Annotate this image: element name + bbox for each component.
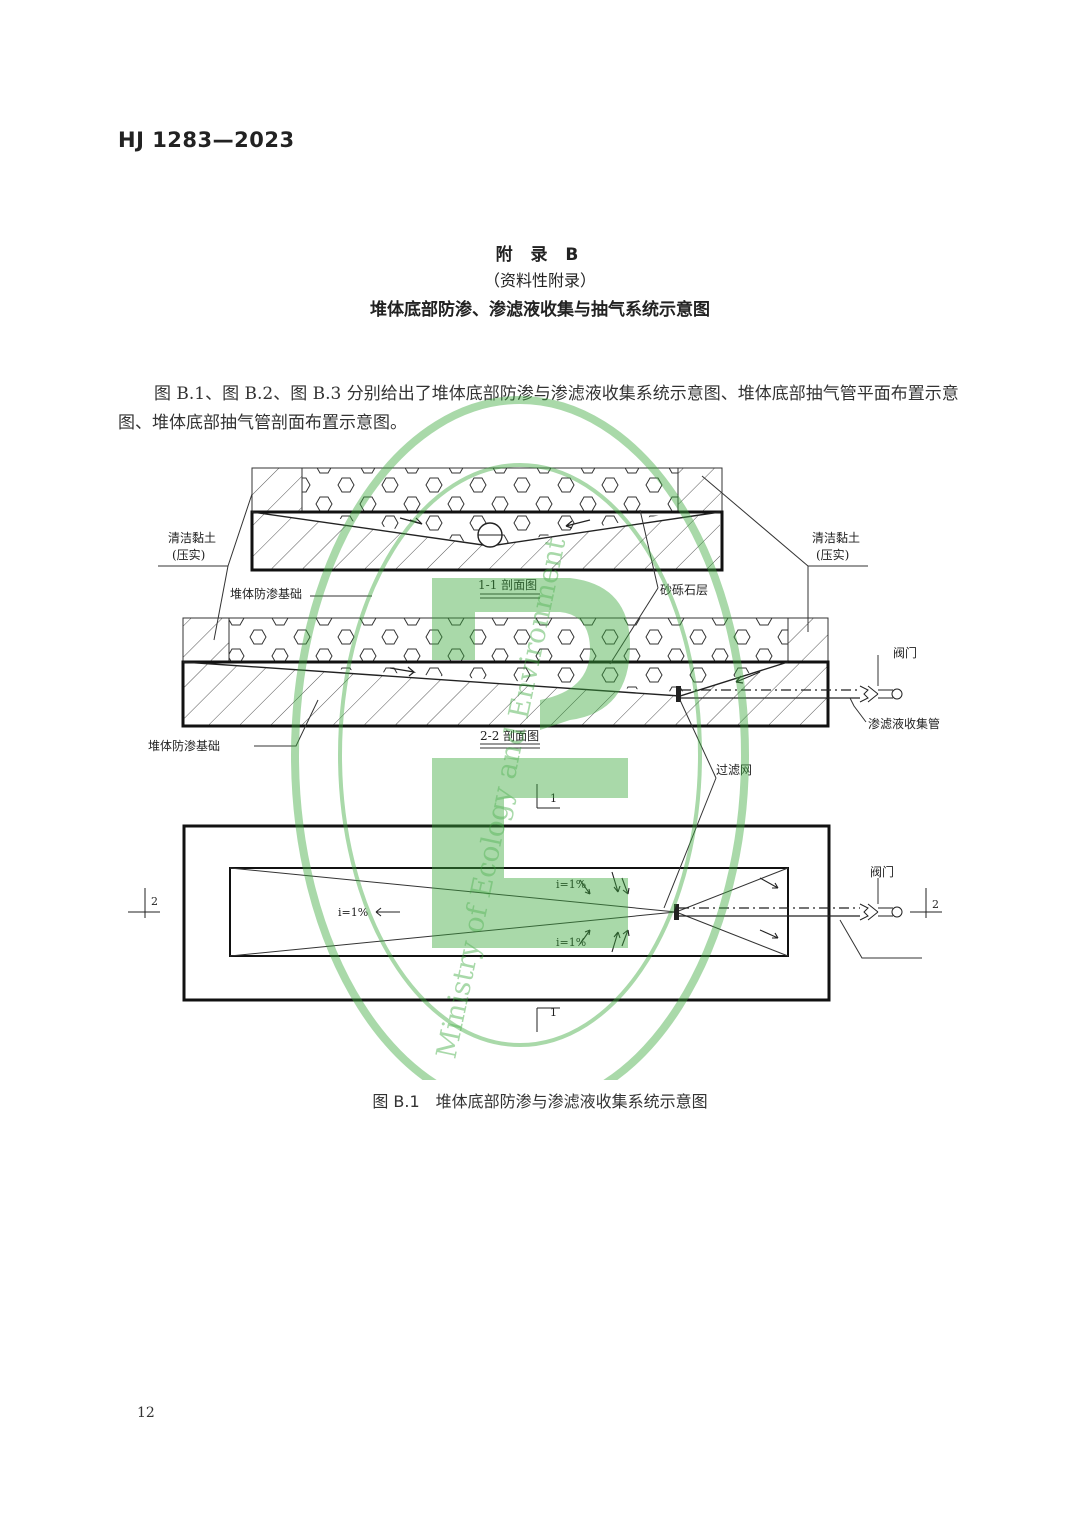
leader-lines (158, 475, 922, 959)
label-valve-upper: 阀门 (893, 645, 917, 660)
label-gravel-layer: 砂砾石层 (660, 583, 708, 597)
label-compacted-left: (压实) (172, 547, 205, 562)
label-foundation-bottom: 堆体防渗基础 (148, 738, 220, 753)
section-mark-2-right: 2 (932, 898, 939, 911)
label-foundation-top: 堆体防渗基础 (230, 586, 302, 601)
figure-caption: 图 B.1 堆体底部防渗与渗滤液收集系统示意图 (372, 1092, 708, 1111)
label-section-2-2: 2-2 剖面图 (480, 729, 539, 743)
appendix-subtitle: （资料性附录） (483, 271, 596, 290)
plan-view-drawing (182, 824, 903, 1002)
appendix-heading: 堆体底部防渗、渗滤液收集与抽气系统示意图 (370, 300, 710, 320)
label-slope-upper: i=1% (556, 878, 586, 891)
document-id: HJ 1283—2023 (118, 128, 295, 152)
label-clean-clay-left: 清洁黏土 (168, 531, 216, 545)
section-mark-1-bottom: 1 (550, 1006, 557, 1019)
figure-b1: 清洁黏土 (压实) 清洁黏土 (压实) 堆体防渗基础 1-1 剖面图 砂砾石层 … (128, 396, 942, 1080)
label-clean-clay-right: 清洁黏土 (812, 531, 860, 545)
section-marks (128, 784, 942, 1032)
label-section-1-1: 1-1 剖面图 (478, 578, 537, 592)
appendix-title: 附 录 B (495, 245, 585, 265)
section-mark-1-top: 1 (550, 792, 557, 805)
page-number: 12 (137, 1405, 155, 1421)
section-2-2-drawing (181, 617, 903, 728)
label-valve-lower: 阀门 (870, 864, 894, 879)
section-mark-2-left: 2 (151, 895, 158, 908)
section-1-1-drawing (250, 467, 724, 572)
ministry-watermark: Ministry of Ecology and Environment (291, 396, 749, 1080)
label-slope-left: i=1% (338, 906, 368, 919)
intro-paragraph: 图 B.1、图 B.2、图 B.3 分别给出了堆体底部防渗与渗滤液收集系统示意图… (118, 384, 959, 433)
label-leachate-pipe: 渗滤液收集管 (868, 716, 940, 731)
label-filter-mesh: 过滤网 (716, 763, 752, 777)
label-compacted-right: (压实) (816, 547, 849, 562)
label-slope-lower: i=1% (556, 936, 586, 949)
